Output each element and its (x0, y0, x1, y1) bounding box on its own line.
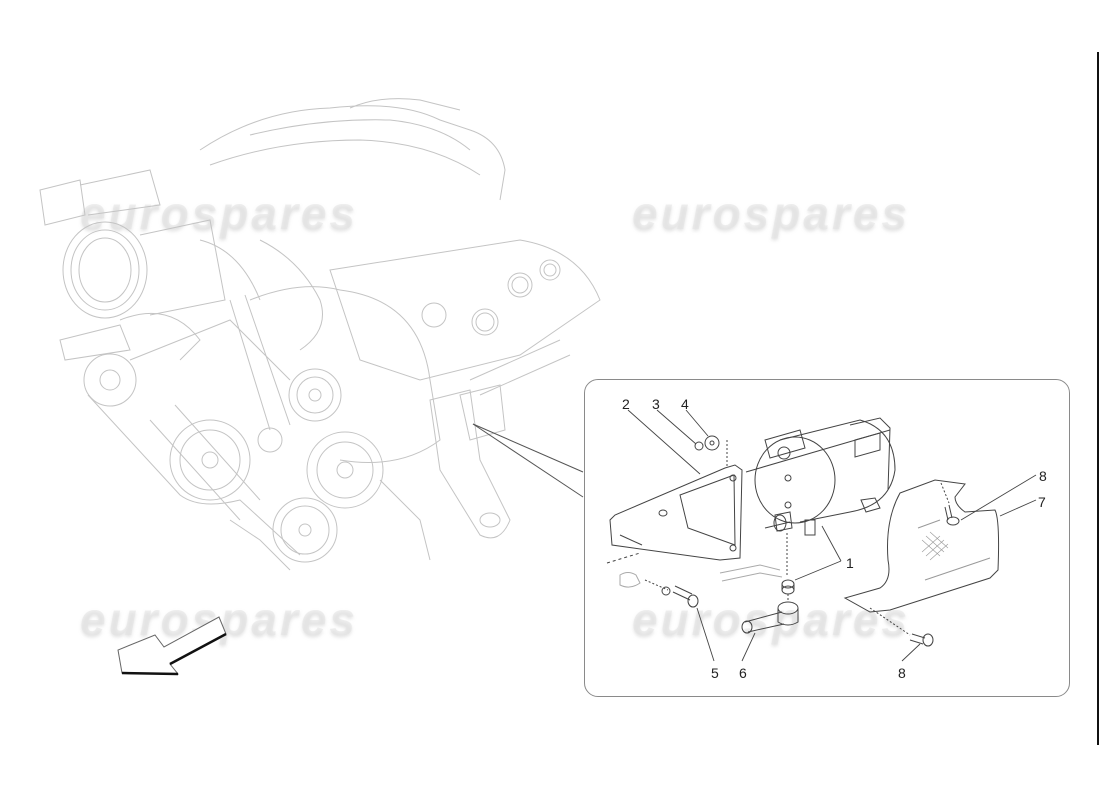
callout-7: 7 (1038, 494, 1046, 510)
callout-5: 5 (711, 665, 719, 681)
callout-1: 1 (846, 555, 854, 571)
callout-6: 6 (739, 665, 747, 681)
watermark-top-left: eurospares (80, 187, 359, 239)
watermark-bottom-right: eurospares (632, 593, 911, 645)
callout-2: 2 (622, 396, 630, 412)
callout-8-lower: 8 (898, 665, 906, 681)
callout-3: 3 (652, 396, 660, 412)
callout-4: 4 (681, 396, 689, 412)
front-direction-arrow (117, 616, 227, 676)
watermark-top-right: eurospares (632, 187, 911, 239)
detail-inset-frame (584, 379, 1070, 697)
page-right-rule (1097, 52, 1099, 745)
callout-8-upper: 8 (1039, 468, 1047, 484)
